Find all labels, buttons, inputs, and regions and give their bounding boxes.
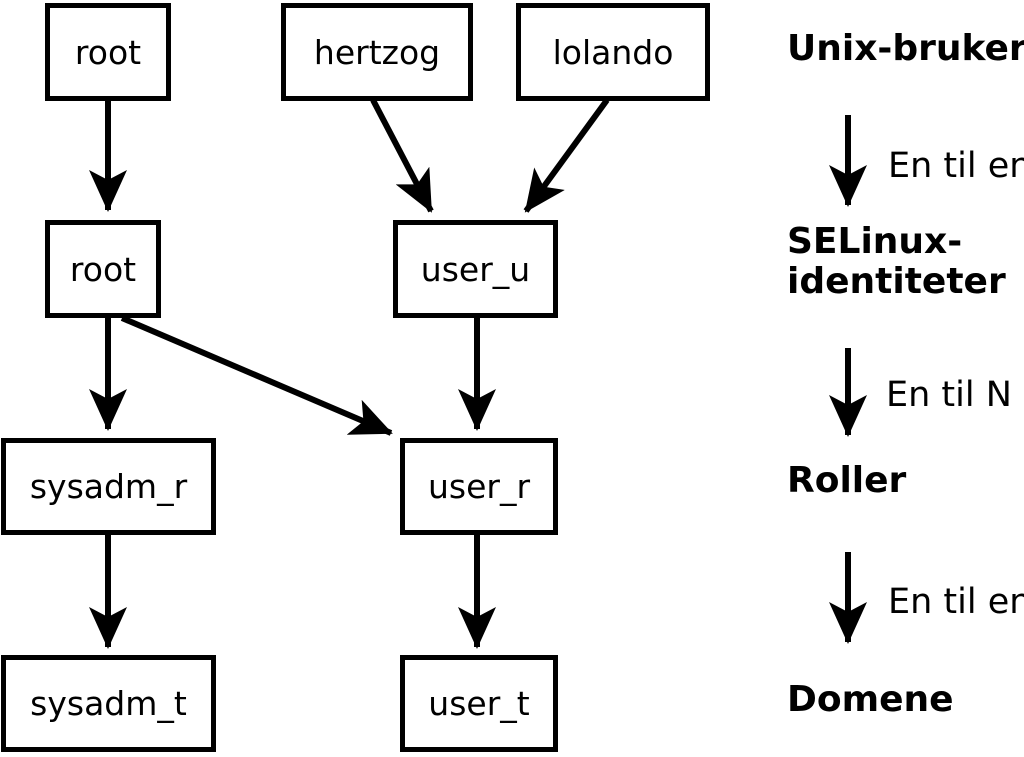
legend-heading-roles: Roller	[787, 460, 907, 501]
legend-heading-unix-users: Unix-brukere	[787, 28, 1024, 69]
node-selinux-root: root	[45, 220, 161, 318]
node-unix-hertzog-label: hertzog	[313, 32, 441, 72]
node-domain-user-t: user_t	[400, 655, 558, 752]
node-role-sysadm-r-label: sysadm_r	[29, 467, 188, 506]
node-domain-sysadm-t-label: sysadm_t	[30, 684, 187, 723]
edge-hertzog-to-user_u	[370, 98, 434, 213]
legend-label-one-to-one-1: En til en	[888, 146, 1024, 186]
legend-label-one-to-n: En til N	[886, 375, 1012, 415]
node-role-user-r-label: user_r	[427, 467, 531, 506]
node-domain-sysadm-t: sysadm_t	[1, 655, 216, 752]
node-role-sysadm-r: sysadm_r	[1, 438, 216, 535]
node-unix-hertzog: hertzog	[281, 3, 473, 101]
node-unix-root-label: root	[74, 32, 142, 72]
legend-label-one-to-one-2: En til en	[888, 582, 1024, 622]
node-selinux-user-u-label: user_u	[420, 249, 531, 289]
node-unix-root: root	[45, 3, 171, 101]
node-domain-user-t-label: user_t	[428, 684, 530, 723]
node-selinux-user-u: user_u	[393, 220, 558, 318]
legend-heading-selinux-line2: identiteter	[787, 261, 1006, 302]
legend-heading-selinux-identities: SELinux- identiteter	[787, 222, 1006, 302]
node-unix-lolando-label: lolando	[552, 32, 674, 72]
legend-heading-selinux-line1: SELinux-	[787, 221, 963, 262]
node-role-user-r: user_r	[400, 438, 558, 535]
node-selinux-root-label: root	[69, 249, 137, 289]
legend-heading-domains: Domene	[787, 679, 954, 720]
edge-lolando-to-user_u	[523, 98, 610, 213]
node-unix-lolando: lolando	[516, 3, 710, 101]
edge-root-to-user_r	[120, 315, 393, 436]
